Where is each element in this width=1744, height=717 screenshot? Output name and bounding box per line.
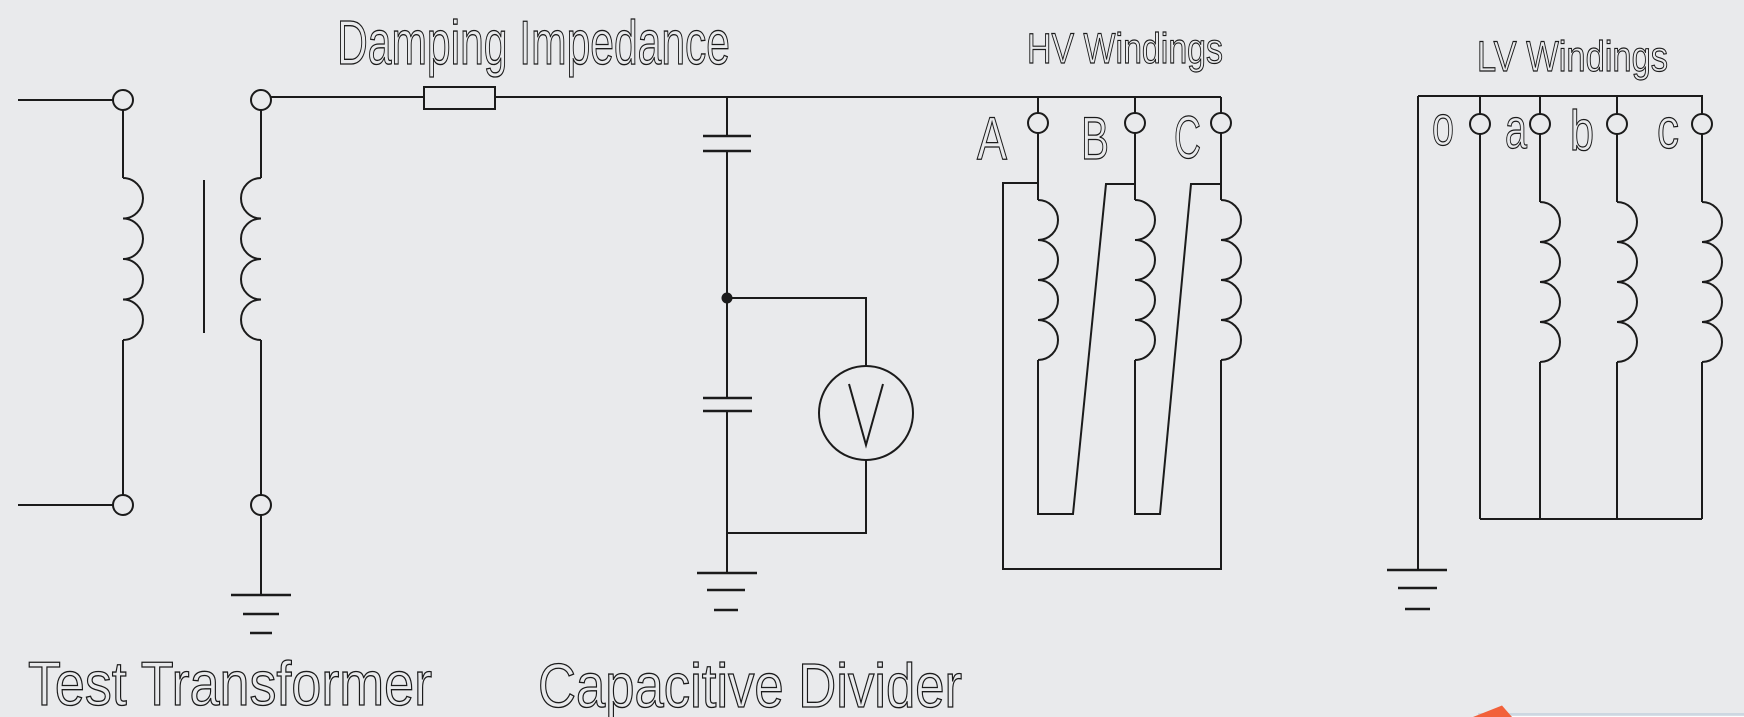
lv-terminal-b-label: b bbox=[1570, 99, 1594, 163]
hv-terminal-b-circle bbox=[1124, 112, 1146, 134]
voltmeter-circle bbox=[818, 365, 914, 461]
lv-a-coil bbox=[1539, 201, 1561, 363]
lv-terminal-c-circle bbox=[1691, 113, 1713, 135]
damping-impedance-label: Damping Impedance bbox=[337, 9, 730, 78]
hv-b-tail-wire bbox=[1134, 183, 1221, 515]
tt-terminal-top-left-circle bbox=[112, 89, 134, 111]
divider-ground-symbol bbox=[697, 571, 757, 612]
lv-terminal-o-circle bbox=[1469, 113, 1491, 135]
lv-terminal-a-label: a bbox=[1505, 97, 1527, 161]
lv-windings-symbol: LV Windings o a b c bbox=[1387, 32, 1723, 611]
hv-c-coil bbox=[1220, 199, 1242, 361]
logo-band bbox=[1478, 713, 1744, 716]
damping-impedance-resistor bbox=[423, 86, 496, 110]
test-transformer-symbol: Test Transformer bbox=[18, 89, 433, 717]
hv-terminal-c-circle bbox=[1210, 112, 1232, 134]
lv-terminal-b-circle bbox=[1606, 113, 1628, 135]
voltmeter-return-wire bbox=[727, 460, 867, 534]
voltmeter-tap-wire bbox=[727, 297, 867, 366]
capacitive-divider-label: Capacitive Divider bbox=[538, 652, 962, 717]
hv-phase-a-label: A bbox=[977, 105, 1007, 172]
logo-fragment bbox=[1473, 705, 1744, 717]
damping-impedance-symbol: Damping Impedance bbox=[271, 8, 1221, 110]
test-transformer-label: Test Transformer bbox=[28, 650, 432, 717]
lv-c-coil bbox=[1701, 201, 1723, 363]
hv-b-coil bbox=[1134, 199, 1156, 361]
hv-a-coil bbox=[1037, 199, 1059, 361]
lv-ground-symbol bbox=[1387, 568, 1447, 611]
lv-terminal-o-label: o bbox=[1432, 94, 1454, 158]
lv-terminal-a-circle bbox=[1529, 113, 1551, 135]
voltmeter-v-glyph bbox=[848, 383, 884, 449]
hv-terminal-a-circle bbox=[1027, 112, 1049, 134]
tt-secondary-coil bbox=[240, 177, 262, 341]
hv-a-tail-wire bbox=[1037, 183, 1135, 515]
tap-junction-dot bbox=[721, 292, 733, 304]
hv-windings-symbol: HV Windings A B C bbox=[976, 24, 1242, 570]
tt-terminal-top-right-circle bbox=[250, 89, 272, 111]
lv-b-coil bbox=[1616, 201, 1638, 363]
hv-phase-b-label: B bbox=[1081, 105, 1109, 172]
hv-windings-label: HV Windings bbox=[1027, 25, 1223, 73]
tt-terminal-bottom-left-circle bbox=[112, 494, 134, 516]
tt-primary-coil bbox=[122, 177, 144, 341]
capacitive-divider-symbol: Capacitive Divider bbox=[537, 97, 963, 717]
tt-terminal-bottom-right-circle bbox=[250, 494, 272, 516]
hv-phase-c-label: C bbox=[1174, 104, 1201, 171]
logo-underline-strip bbox=[1478, 715, 1744, 717]
lv-terminal-c-label: c bbox=[1657, 97, 1679, 161]
hv-delta-outline-wire bbox=[1002, 182, 1222, 570]
tt-ground-symbol bbox=[231, 593, 291, 635]
logo-orange-wedge bbox=[1473, 705, 1512, 717]
lv-windings-label: LV Windings bbox=[1477, 33, 1668, 81]
